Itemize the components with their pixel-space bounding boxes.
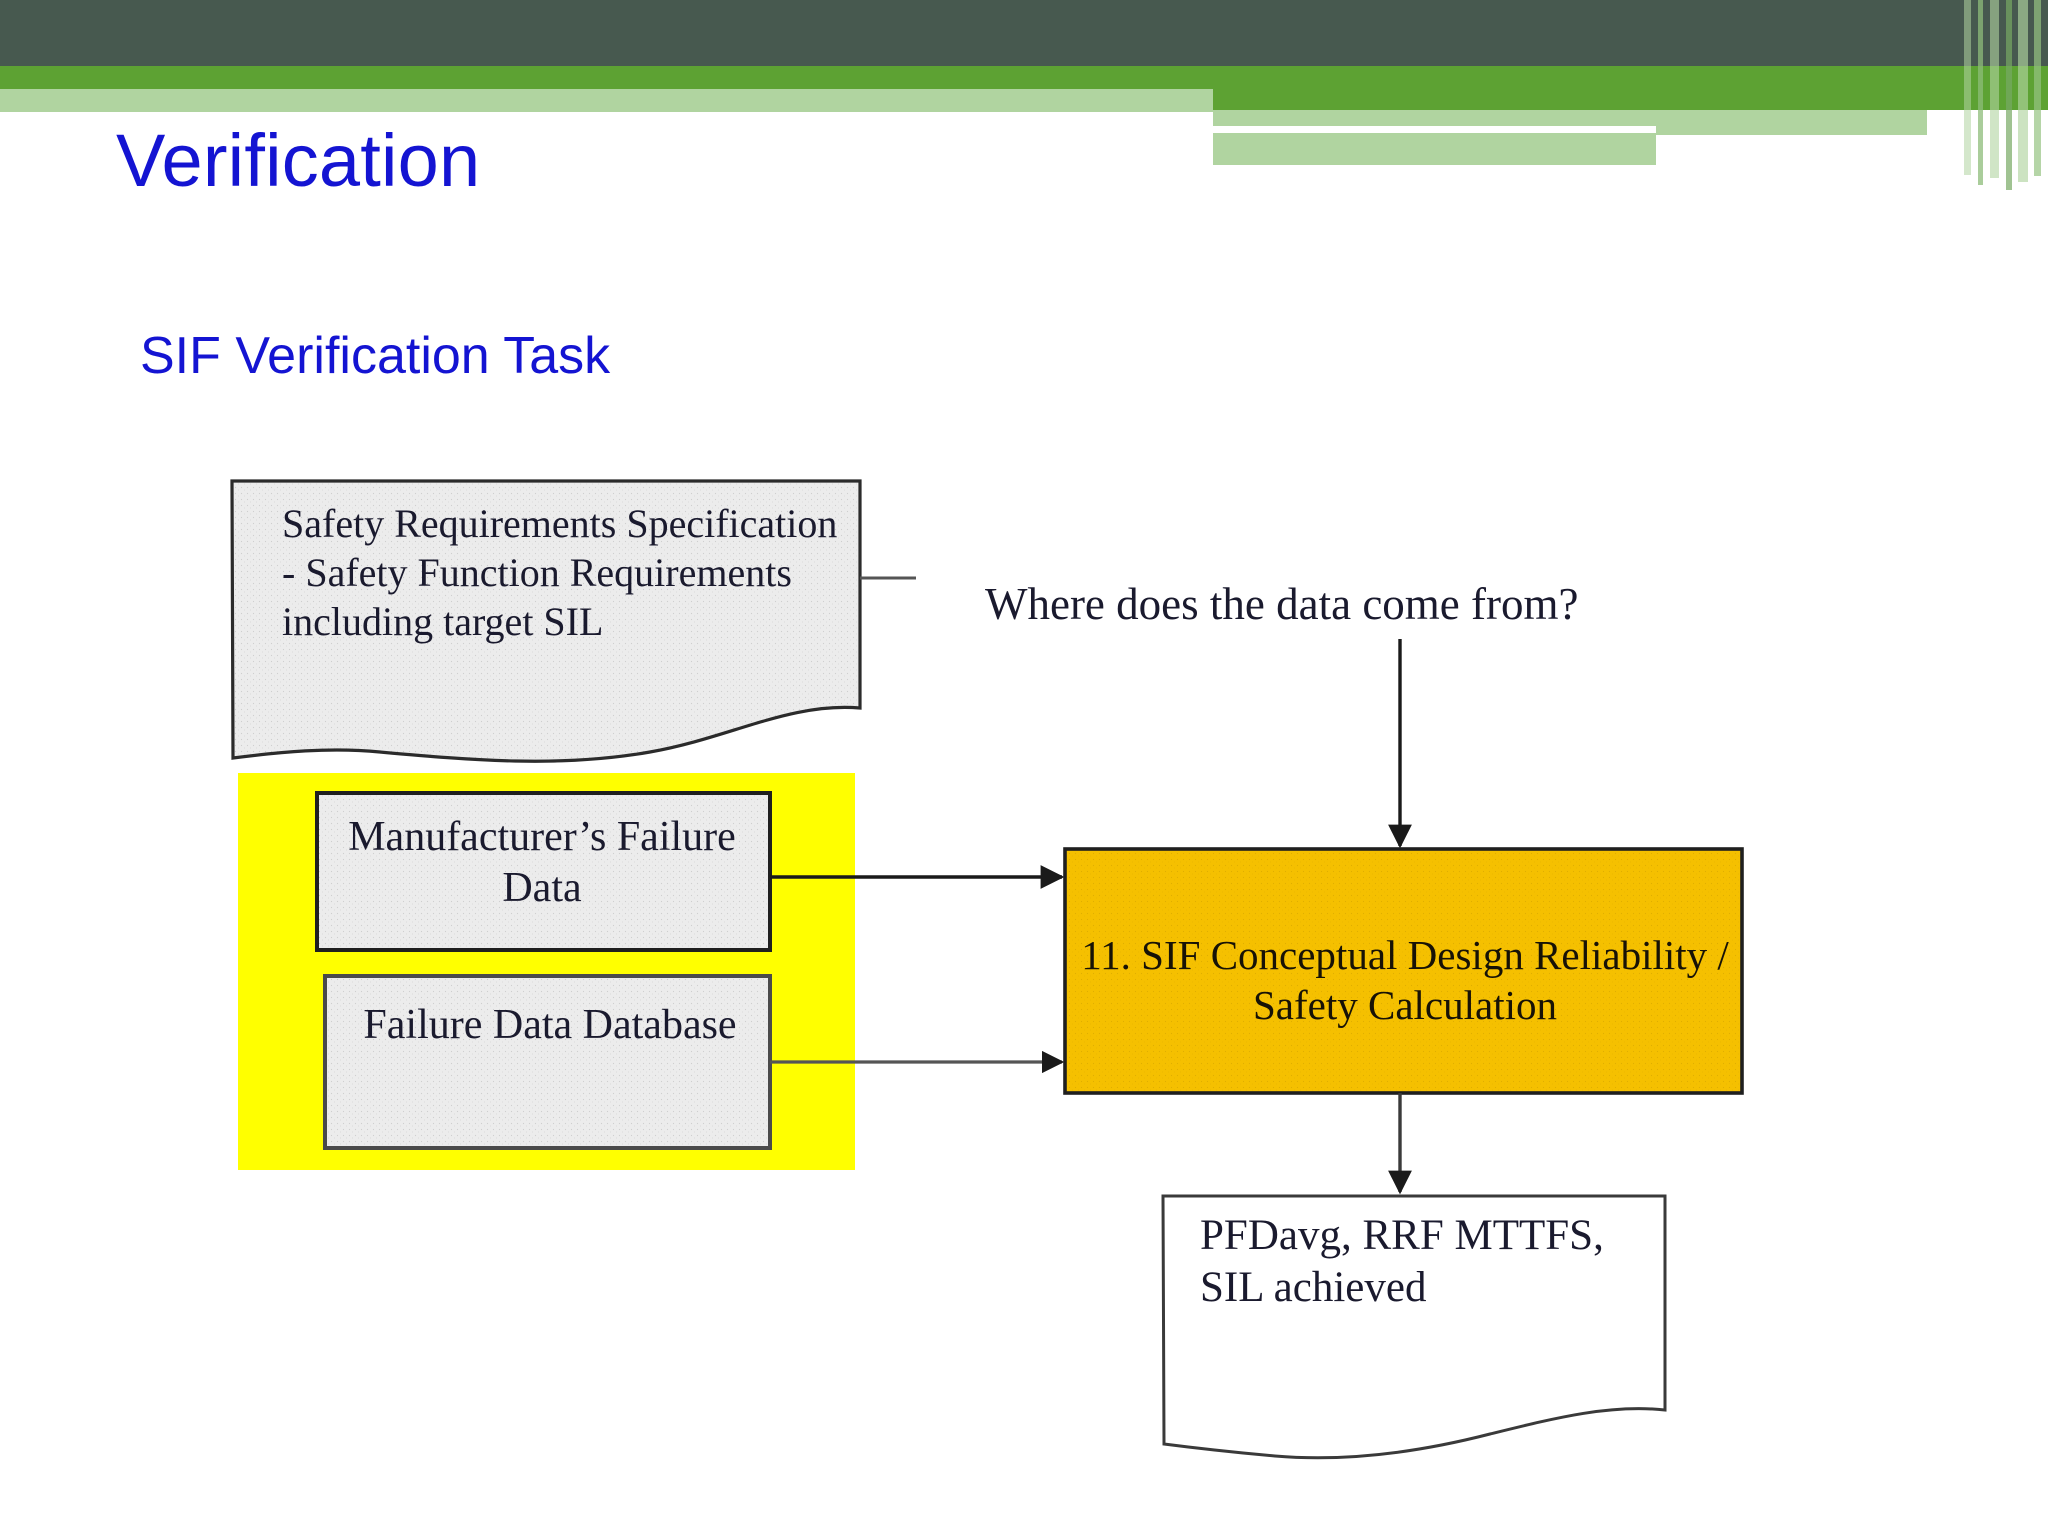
slide-subtitle: SIF Verification Task xyxy=(140,327,611,385)
header-stripe-6 xyxy=(2034,0,2041,176)
header-accent-3 xyxy=(1213,133,1656,165)
output-document-label: PFDavg, RRF MTTFS, SIL achieved xyxy=(1200,1212,1604,1312)
manufacturer-failure-data-box xyxy=(315,791,772,952)
header-accent-1 xyxy=(0,89,1213,112)
header-stripe-4 xyxy=(2006,0,2012,190)
manufacturer-failure-data-label: Manufacturer’s Failure Data xyxy=(348,814,736,912)
header-accent-4 xyxy=(1656,110,1927,135)
header-stripe-1 xyxy=(1964,0,1971,175)
srs-document-label: Safety Requirements Specification - Safe… xyxy=(282,501,838,644)
output-document-shape xyxy=(1161,1194,1667,1460)
data-source-question: Where does the data come from? xyxy=(985,579,1579,629)
header-stripe-3 xyxy=(1990,0,1999,178)
sif-calculation-box xyxy=(1063,847,1744,1095)
header-stripe-2 xyxy=(1978,0,1983,185)
page-title: Verification xyxy=(116,119,481,202)
sif-calculation-label: 11. SIF Conceptual Design Reliability / … xyxy=(1081,932,1729,1029)
header-dark-band xyxy=(0,0,2048,66)
header-stripe-5 xyxy=(2018,0,2028,182)
srs-document-shape xyxy=(230,479,862,763)
failure-data-database-label: Failure Data Database xyxy=(363,1002,737,1048)
